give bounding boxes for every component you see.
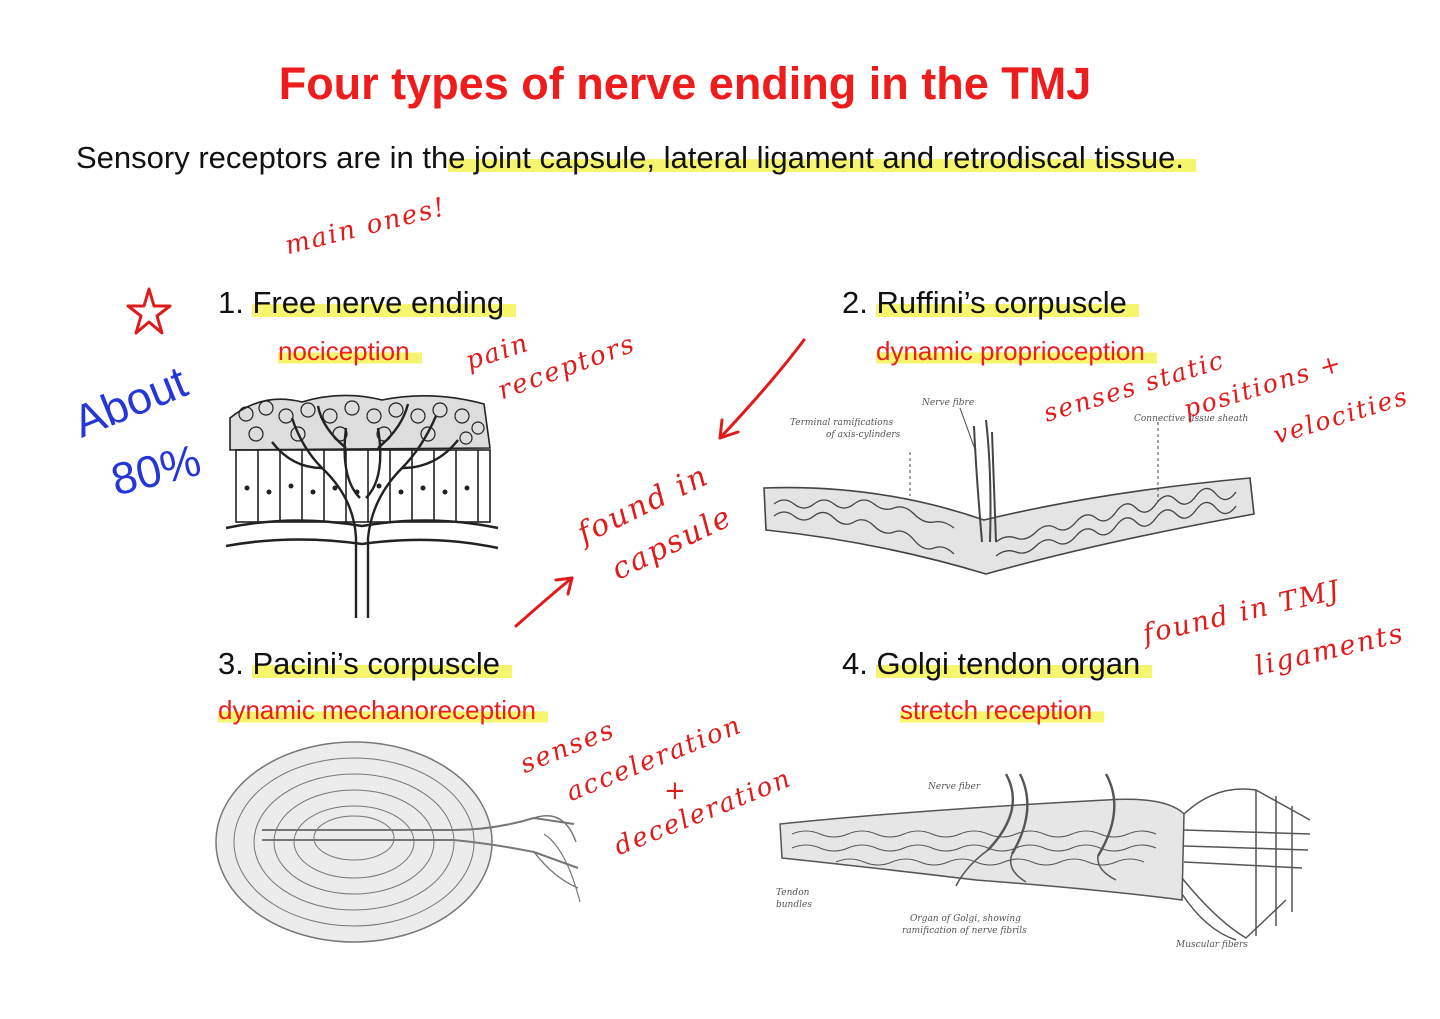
arrow-down-icon [514,576,574,628]
receptor-3-heading: 3. Pacini’s corpuscle [218,646,513,682]
receptor-1-name: Free nerve ending [252,285,517,320]
receptor-2-function: dynamic proprioception [876,336,1157,367]
receptor-1-function: nociception [278,336,422,367]
subtitle-prefix: Sensory receptors are in th [76,140,449,175]
subtitle-highlight: e joint capsule, lateral ligament and re… [448,140,1196,175]
receptor-4-number: 4. [842,646,868,681]
note-main-ones: main ones! [282,192,450,262]
slide-subtitle: Sensory receptors are in the joint capsu… [76,140,1196,176]
star-icon [126,287,172,335]
note-accel-3: + [664,776,688,806]
slide-title: Four types of nerve ending in the TMJ [278,58,1092,109]
receptor-2-heading: 2. Ruffini’s corpuscle [842,285,1139,321]
receptor-4-name: Golgi tendon organ [876,646,1153,681]
golgi-label-nerve: Nerve fiber [928,782,981,792]
pacini-corpuscle-figure [215,741,581,943]
note-percent: 80% [106,434,206,506]
receptor-3-function-text: dynamic mechanoreception [218,695,548,725]
receptor-2-name: Ruffini’s corpuscle [876,285,1139,320]
note-lig-2: ligaments [1252,617,1408,683]
receptor-2-number: 2. [842,285,868,320]
ruffini-label-sheath: Connective tissue sheath [1134,414,1249,424]
ruffini-label-terminal-2: of axis-cylinders [826,430,901,440]
receptor-1-heading: 1. Free nerve ending [218,285,517,321]
receptor-3-function: dynamic mechanoreception [218,695,548,726]
receptor-4-function: stretch reception [900,695,1105,726]
golgi-label-tendon-2: bundles [776,900,812,910]
golgi-tendon-organ-figure [779,773,1311,941]
receptor-4-heading: 4. Golgi tendon organ [842,646,1153,682]
ruffini-label-terminal: Terminal ramifications [790,418,894,428]
golgi-label-organ-1: Organ of Golgi, showing [910,914,1021,924]
ruffini-label-nerve: Nerve fibre [922,398,975,408]
receptor-1-function-text: nociception [278,336,422,366]
receptor-4-function-text: stretch reception [900,695,1105,725]
golgi-label-muscle: Muscular fibers [1176,940,1248,950]
receptor-2-function-text: dynamic proprioception [876,336,1157,366]
golgi-label-tendon-1: Tendon [776,888,810,898]
arrow-up-icon [718,338,806,440]
receptor-3-name: Pacini’s corpuscle [252,646,513,681]
note-about: About [66,355,195,448]
golgi-label-organ-2: ramification of nerve fibrils [902,926,1027,936]
ruffini-corpuscle-figure [763,407,1255,575]
receptor-3-number: 3. [218,646,244,681]
free-nerve-ending-figure [225,394,499,618]
receptor-1-number: 1. [218,285,244,320]
